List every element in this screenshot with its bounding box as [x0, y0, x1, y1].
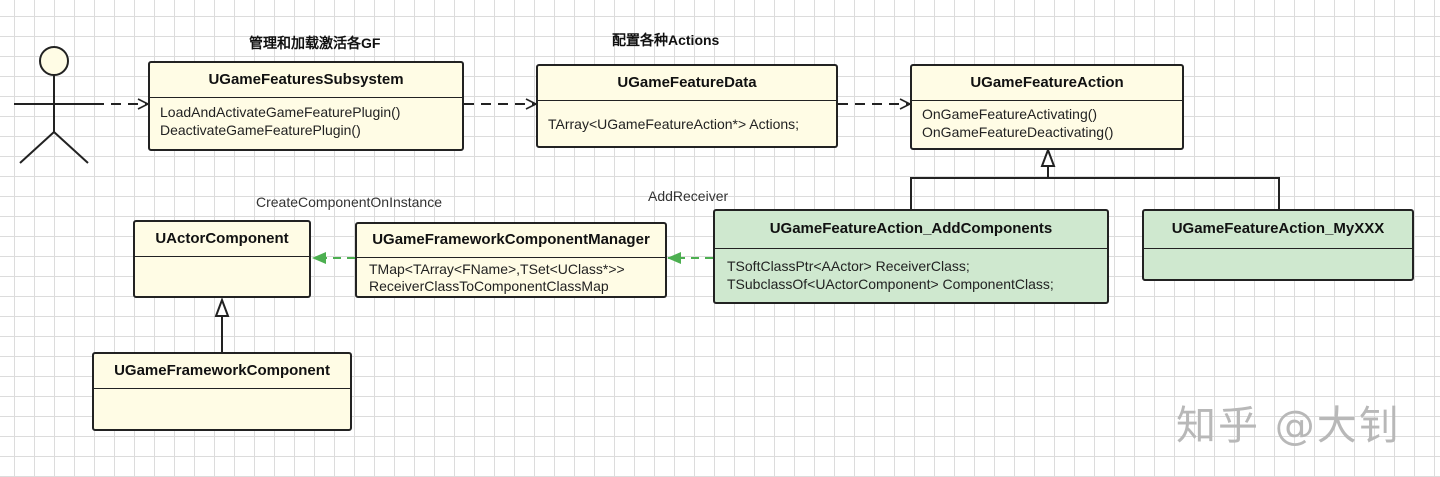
zhihu-watermark: 知乎 @大钊 [1176, 403, 1401, 449]
edge-inheritance-actorcomponent [214, 297, 230, 353]
class-ugamefeatureaction-addcomponents[interactable]: UGameFeatureAction_AddComponents TSoftCl… [713, 209, 1109, 304]
class-title: UGameFeatureAction_AddComponents [715, 211, 1107, 249]
class-title: UGameFrameworkComponentManager [357, 224, 665, 258]
member-line: TSubclassOf<UActorComponent> ComponentCl… [727, 276, 1054, 292]
class-members: OnGameFeatureActivating() OnGameFeatureD… [912, 101, 1182, 146]
class-ugamefeaturedata[interactable]: UGameFeatureData TArray<UGameFeatureActi… [536, 64, 838, 148]
class-title: UGameFeatureAction [912, 66, 1182, 101]
class-ugameframeworkcomponent[interactable]: UGameFrameworkComponent [92, 352, 352, 431]
subsystem-note-label: 管理和加载激活各GF [249, 35, 381, 51]
class-members [135, 257, 309, 267]
class-ugamefeaturessubsystem[interactable]: UGameFeaturesSubsystem LoadAndActivateGa… [148, 61, 464, 151]
add-receiver-label: AddReceiver [648, 188, 729, 204]
actor-left-leg [19, 131, 55, 164]
actor-head [39, 46, 69, 76]
featuredata-note-label: 配置各种Actions [612, 32, 720, 48]
class-ugamefeatureaction[interactable]: UGameFeatureAction OnGameFeatureActivati… [910, 64, 1184, 150]
inheritance-triangle-icon [214, 297, 230, 317]
member-line: ReceiverClassToComponentClassMap [369, 278, 609, 294]
member-line: TMap<TArray<FName>,TSet<UClass*>> [369, 261, 625, 277]
class-title: UGameFeatureAction_MyXXX [1144, 211, 1412, 249]
member-line: TSoftClassPtr<AActor> ReceiverClass; [727, 258, 970, 274]
class-members [94, 389, 350, 399]
member-line: LoadAndActivateGameFeaturePlugin() [160, 104, 401, 120]
class-title: UGameFrameworkComponent [94, 354, 350, 389]
class-members [1144, 249, 1412, 259]
actor-figure [14, 46, 94, 164]
class-members: TSoftClassPtr<AActor> ReceiverClass; TSu… [715, 249, 1107, 298]
class-uactorcomponent[interactable]: UActorComponent [133, 220, 311, 298]
class-members: TMap<TArray<FName>,TSet<UClass*>> Receiv… [357, 258, 665, 296]
class-members: LoadAndActivateGameFeaturePlugin() Deact… [150, 98, 462, 144]
create-component-label: CreateComponentOnInstance [256, 194, 442, 210]
inheritance-triangle-icon [1040, 147, 1056, 167]
class-ugameframeworkcomponentmanager[interactable]: UGameFrameworkComponentManager TMap<TArr… [355, 222, 667, 298]
class-title: UGameFeatureData [538, 66, 836, 101]
actor-right-leg [53, 131, 89, 164]
class-title: UGameFeaturesSubsystem [150, 63, 462, 98]
class-members: TArray<UGameFeatureAction*> Actions; [538, 101, 836, 138]
edge-inheritance-featureaction [910, 147, 1280, 210]
member-line: OnGameFeatureDeactivating() [922, 124, 1114, 140]
class-ugamefeatureaction-myxxx[interactable]: UGameFeatureAction_MyXXX [1142, 209, 1414, 281]
class-title: UActorComponent [135, 222, 309, 257]
member-line: TArray<UGameFeatureAction*> Actions; [548, 116, 800, 132]
member-line: OnGameFeatureActivating() [922, 106, 1098, 122]
member-line: DeactivateGameFeaturePlugin() [160, 122, 361, 138]
